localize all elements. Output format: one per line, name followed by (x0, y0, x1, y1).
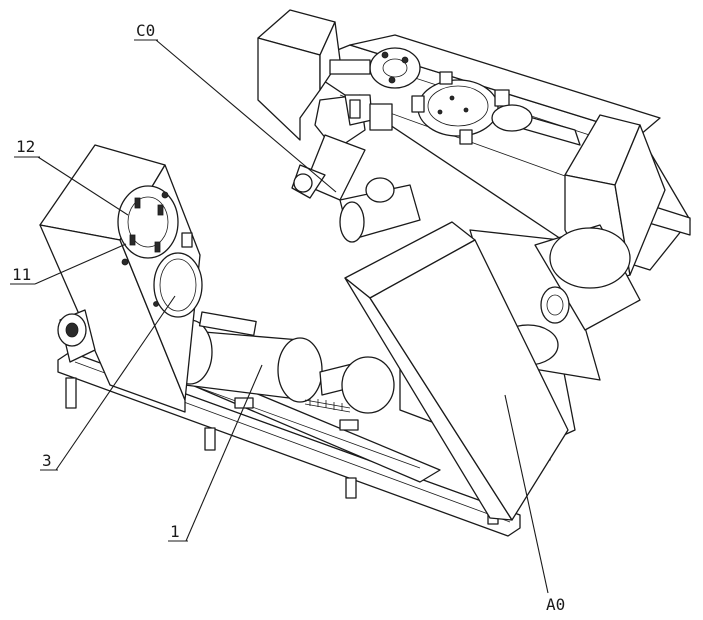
label-11: 11 (12, 265, 31, 284)
label-c0: C0 (136, 21, 155, 40)
label-a0: A0 (546, 595, 565, 614)
label-12: 12 (16, 137, 35, 156)
label-1: 1 (170, 522, 180, 541)
screw-rod (305, 398, 350, 412)
label-3: 3 (42, 451, 52, 470)
